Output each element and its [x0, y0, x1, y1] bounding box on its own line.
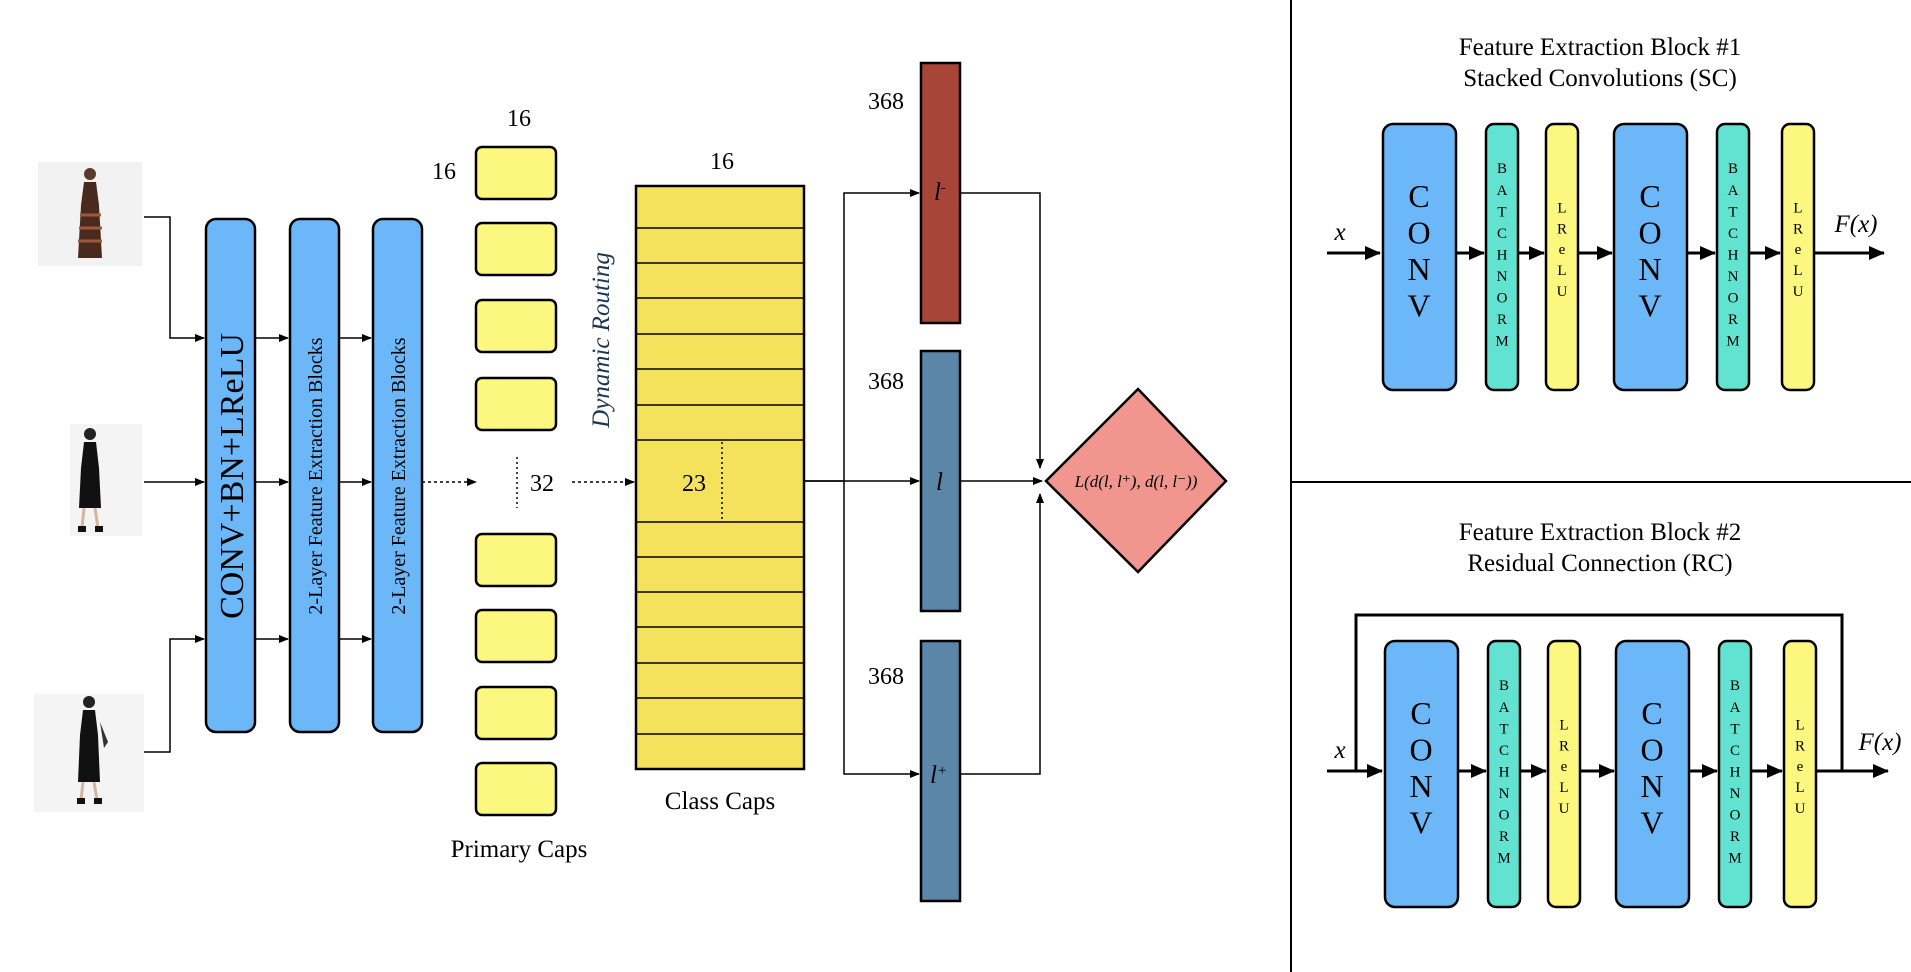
block2-lrelu-1 — [1546, 639, 1582, 909]
primary-caps — [474, 145, 558, 817]
block2-conv-1 — [1383, 639, 1460, 909]
block1-batchnorm-1 — [1484, 122, 1520, 392]
conv-bn-lrelu-label: CONV+BN+LReLU — [214, 333, 251, 619]
primary-capsule — [474, 221, 558, 277]
primary-capsule — [474, 376, 558, 432]
block2-batchnorm-1 — [1486, 639, 1522, 909]
block1-input: x — [1333, 219, 1345, 246]
class-caps-dim-top: 16 — [710, 149, 734, 175]
embedding-positive — [919, 639, 962, 903]
primary-capsule — [474, 761, 558, 817]
input-image-1 — [38, 162, 142, 266]
block2-lrelu-2 — [1782, 639, 1818, 909]
class-caps-block — [634, 184, 806, 771]
feature-extraction-block-1 — [288, 217, 341, 734]
embedding-anchor-dim: 368 — [868, 369, 904, 395]
primary-capsule — [474, 608, 558, 664]
embedding-positive-dim: 368 — [868, 664, 904, 690]
block2-title-line2: Residual Connection (RC) — [1467, 550, 1732, 577]
class-caps-count: 23 — [682, 471, 706, 497]
input-image-3 — [34, 694, 144, 812]
feature-extraction-label-1: 2-Layer Feature Extraction Blocks — [305, 337, 327, 614]
embedding-negative-dim: 368 — [868, 89, 904, 115]
feature-extraction-block-2 — [371, 217, 424, 734]
block1-conv-2 — [1612, 122, 1689, 392]
block2-batchnorm-2 — [1717, 639, 1753, 909]
embedding-negative-label: l- — [934, 179, 946, 206]
input-image-2 — [70, 424, 142, 536]
triplet-loss-diamond — [1044, 387, 1228, 574]
block1-lrelu-2 — [1780, 122, 1816, 392]
block1-output: F(x) — [1833, 211, 1877, 238]
embedding-anchor — [919, 349, 962, 613]
primary-caps-label: Primary Caps — [451, 836, 588, 863]
block1-conv-1 — [1381, 122, 1458, 392]
embedding-anchor-label: l — [936, 469, 943, 496]
block1-lrelu-1 — [1544, 122, 1580, 392]
primary-capsule — [474, 145, 558, 201]
feature-extraction-label-2: 2-Layer Feature Extraction Blocks — [388, 337, 410, 614]
embedding-positive-label: l+ — [930, 762, 947, 789]
block2-input: x — [1333, 737, 1345, 764]
block2-residual-skip — [1354, 613, 1844, 771]
class-caps-dividers — [636, 227, 804, 735]
primary-caps-count: 32 — [530, 471, 554, 497]
conv-bn-lrelu-block — [204, 217, 257, 734]
block1-title-line2: Stacked Convolutions (SC) — [1463, 65, 1737, 92]
block2-title-line1: Feature Extraction Block #2 — [1459, 519, 1742, 546]
primary-capsule — [474, 685, 558, 741]
block2-conv-2 — [1614, 639, 1691, 909]
block1-title-line1: Feature Extraction Block #1 — [1459, 34, 1742, 61]
triplet-loss-label: L(d(l, l⁺), d(l, l⁻)) — [1074, 472, 1198, 491]
block2-output: F(x) — [1857, 729, 1901, 756]
primary-caps-dim-left: 16 — [432, 159, 456, 185]
block1-batchnorm-2 — [1715, 122, 1751, 392]
primary-capsule — [474, 532, 558, 588]
class-caps-label: Class Caps — [665, 788, 775, 815]
primary-capsule — [474, 298, 558, 354]
primary-caps-dim-top: 16 — [507, 106, 531, 132]
embedding-negative — [919, 61, 962, 325]
dynamic-routing-label: Dynamic Routing — [588, 252, 615, 429]
